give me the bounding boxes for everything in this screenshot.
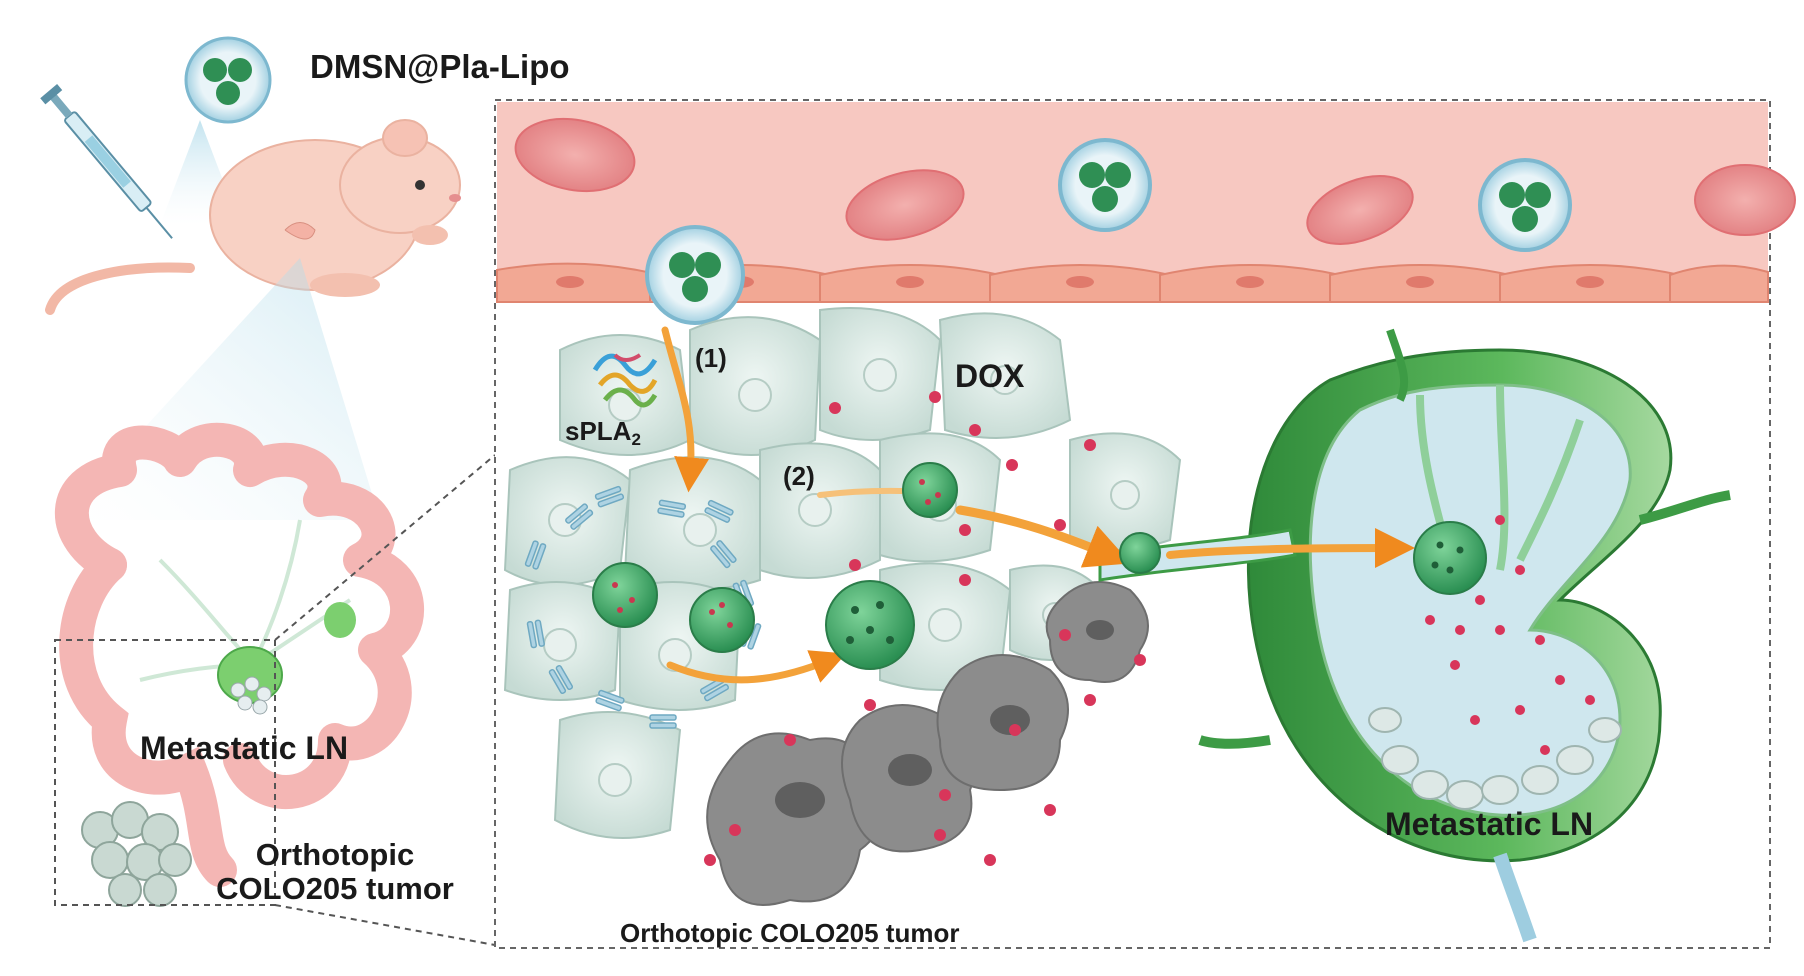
metastatic-ln-label-right: Metastatic LN — [1385, 806, 1594, 842]
formulation-label: DMSN@Pla-Lipo — [310, 48, 570, 85]
tumor-label-bottom: Orthotopic COLO205 tumor — [620, 918, 960, 948]
enzyme-icon — [592, 353, 658, 408]
dox-molecules — [704, 391, 1595, 866]
lipid-fragments — [524, 485, 762, 729]
liposome-icon — [184, 36, 272, 124]
arrow-to-cell — [666, 650, 847, 684]
intestine-icon — [54, 422, 424, 907]
drug-label: DOX — [955, 358, 1025, 394]
inset-box-left — [54, 639, 276, 906]
metastatic-ln-label-left: Metastatic LN — [140, 730, 349, 766]
red-blood-cells — [514, 117, 1796, 245]
enzyme-label-subscript: 2 — [631, 430, 641, 449]
step2-label: (2) — [783, 461, 815, 491]
enzyme-label-main: sPLA — [565, 416, 632, 446]
enzyme-label: sPLA2 — [565, 418, 641, 448]
arrow-to-lymph — [955, 505, 1131, 568]
syringe-icon — [40, 84, 173, 239]
tumor-label-left: Orthotopic COLO205 tumor — [180, 837, 490, 907]
tumor-label-left-line1: Orthotopic — [255, 837, 415, 872]
nanoparticles — [592, 462, 1487, 670]
tumor-label-left-line2: COLO205 tumor — [216, 871, 454, 907]
liposome-icon — [645, 138, 1572, 325]
step1-label: (1) — [695, 343, 727, 373]
arrow-step1 — [661, 326, 710, 493]
mouse-icon — [45, 119, 461, 315]
arrow-into-node — [1166, 528, 1415, 569]
blood-vessel — [496, 102, 1796, 325]
